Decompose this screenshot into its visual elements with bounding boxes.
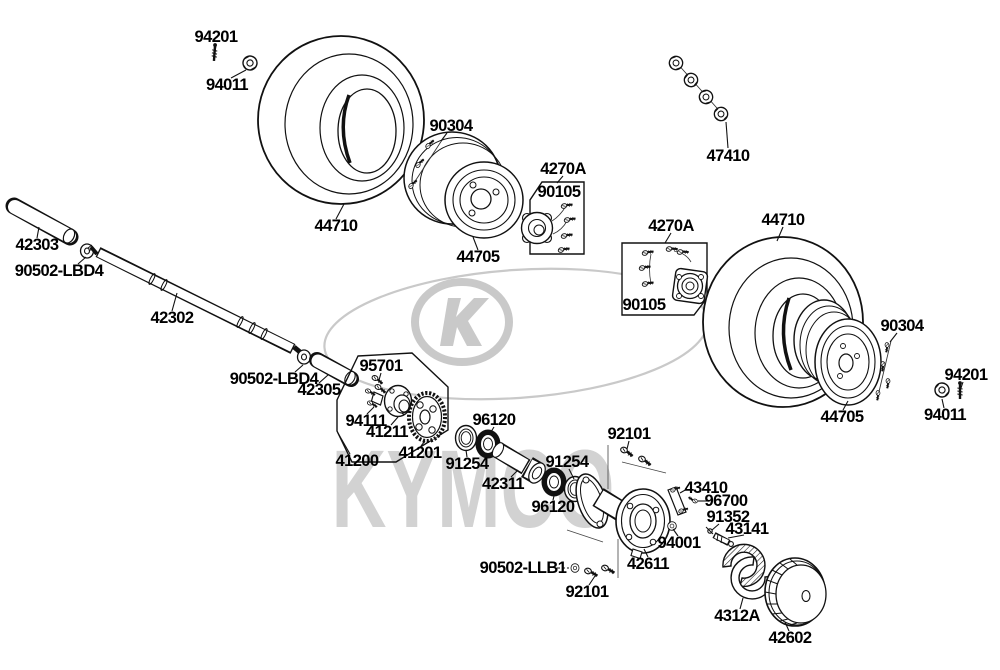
hub-bolts-top-icon: [618, 445, 654, 468]
part-label-94001: 94001: [657, 533, 701, 552]
part-label-42303: 42303: [15, 235, 59, 254]
rear-hub-icon: [575, 473, 671, 560]
part-label-41211: 41211: [366, 422, 409, 441]
axle-sleeve-inner-icon: [309, 352, 359, 387]
valve-stem-right-icon: [956, 379, 964, 401]
driven-sprocket-icon: [407, 391, 447, 443]
part-label-4270a-right: 4270A: [648, 216, 694, 235]
part-label-90105-left: 90105: [537, 182, 581, 201]
part-label-94111: 94111: [345, 411, 387, 430]
kymco-k-emblem: [411, 278, 513, 366]
rim-nut-right-icon: [933, 381, 951, 399]
hub-bolts-left-icon: [551, 199, 578, 256]
washer-lbd4-left-icon: [79, 243, 95, 259]
part-label-95701: 95701: [359, 356, 403, 375]
rim-bolts-right-icon: [873, 340, 893, 402]
axle-sleeve-outer-icon: [5, 197, 79, 246]
part-label-90304-left: 90304: [429, 116, 473, 135]
sprocket-hub-icon: [383, 384, 413, 418]
hub-flange-right-icon: [671, 267, 709, 305]
part-label-47410: 47410: [706, 146, 750, 165]
hub-flange-left-icon: [520, 211, 554, 245]
part-label-94011-left: 94011: [206, 75, 249, 94]
spacer-tube-icon: [491, 442, 546, 484]
part-label-90502llb1: 90502-LLB1: [479, 558, 567, 577]
part-label-44705-left: 44705: [456, 247, 500, 266]
part-label-44705-right: 44705: [820, 407, 864, 426]
bolt-zone-lines: [566, 445, 667, 578]
brake-shoes-icon: [722, 543, 774, 600]
part-label-96120-1: 96120: [472, 410, 516, 429]
part-label-4270a-left: 4270A: [540, 159, 586, 178]
part-label-44710-right: 44710: [761, 210, 805, 229]
part-label-96700: 96700: [704, 491, 748, 510]
brake-drum-icon: [764, 557, 827, 627]
brake-cam-lever-icon: [667, 483, 690, 516]
part-label-91254-1: 91254: [445, 454, 489, 473]
leader-lines: [36, 44, 964, 632]
part-label-43141: 43141: [725, 519, 769, 538]
rim-bolts-left-icon: [406, 136, 445, 191]
part-label-94011-right: 94011: [924, 405, 967, 424]
rear-axle-shaft-icon: [87, 244, 302, 354]
cam-screw-icon: [686, 495, 700, 505]
part-label-90502lbd4-1: 90502-LBD4: [14, 261, 104, 280]
part-label-42302: 42302: [150, 308, 194, 327]
part-label-94201-right: 94201: [944, 365, 988, 384]
part-label-92101-bottom: 92101: [565, 582, 609, 601]
final-gear-kit-box: [336, 352, 449, 463]
part-label-90105-right: 90105: [622, 295, 666, 314]
rim-nut-left-icon: [240, 53, 260, 73]
part-label-41200: 41200: [335, 451, 379, 470]
hub-bolts-right-icon: [637, 243, 692, 290]
part-label-42602: 42602: [768, 628, 812, 647]
sprocket-bolts-icon: [369, 373, 389, 396]
part-label-90502lbd4-2: 90502-LBD4: [229, 369, 319, 388]
part-label-43410: 43410: [684, 478, 728, 497]
part-label-90304-right: 90304: [880, 316, 924, 335]
part-label-44710-left: 44710: [314, 216, 358, 235]
hub-bolts-bottom-icon: [582, 563, 617, 579]
part-label-91352: 91352: [706, 507, 750, 526]
part-label-42305: 42305: [297, 380, 341, 399]
washer-llb1-icon: [570, 563, 580, 573]
part-label-41201: 41201: [398, 443, 442, 462]
axle-nuts-icon: [666, 53, 729, 122]
part-label-4312a: 4312A: [714, 606, 760, 625]
hub-kit-box-left: [520, 181, 585, 256]
adjuster-bolt-icon: [712, 532, 734, 547]
spring-pin-icon: [705, 526, 714, 535]
part-label-42611: 42611: [627, 554, 670, 573]
part-label-91254-2: 91254: [545, 452, 589, 471]
part-label-42311: 42311: [482, 474, 525, 493]
bracket-icon: [363, 387, 384, 410]
rim-left-icon: [403, 131, 524, 239]
washer-lbd4-right-icon: [296, 349, 312, 365]
part-label-94201-left: 94201: [194, 27, 238, 46]
tire-left-icon: [257, 35, 425, 205]
bearing-ring-left-icon: [454, 424, 478, 452]
oil-seal-right-icon: [541, 467, 567, 497]
hub-kit-box-right: [621, 242, 709, 316]
kymco-k-letter: [440, 298, 489, 346]
hub-nut-icon: [667, 521, 677, 531]
part-label-92101-top: 92101: [607, 424, 651, 443]
part-label-96120-2: 96120: [531, 497, 575, 516]
rim-right-icon: [793, 299, 882, 406]
